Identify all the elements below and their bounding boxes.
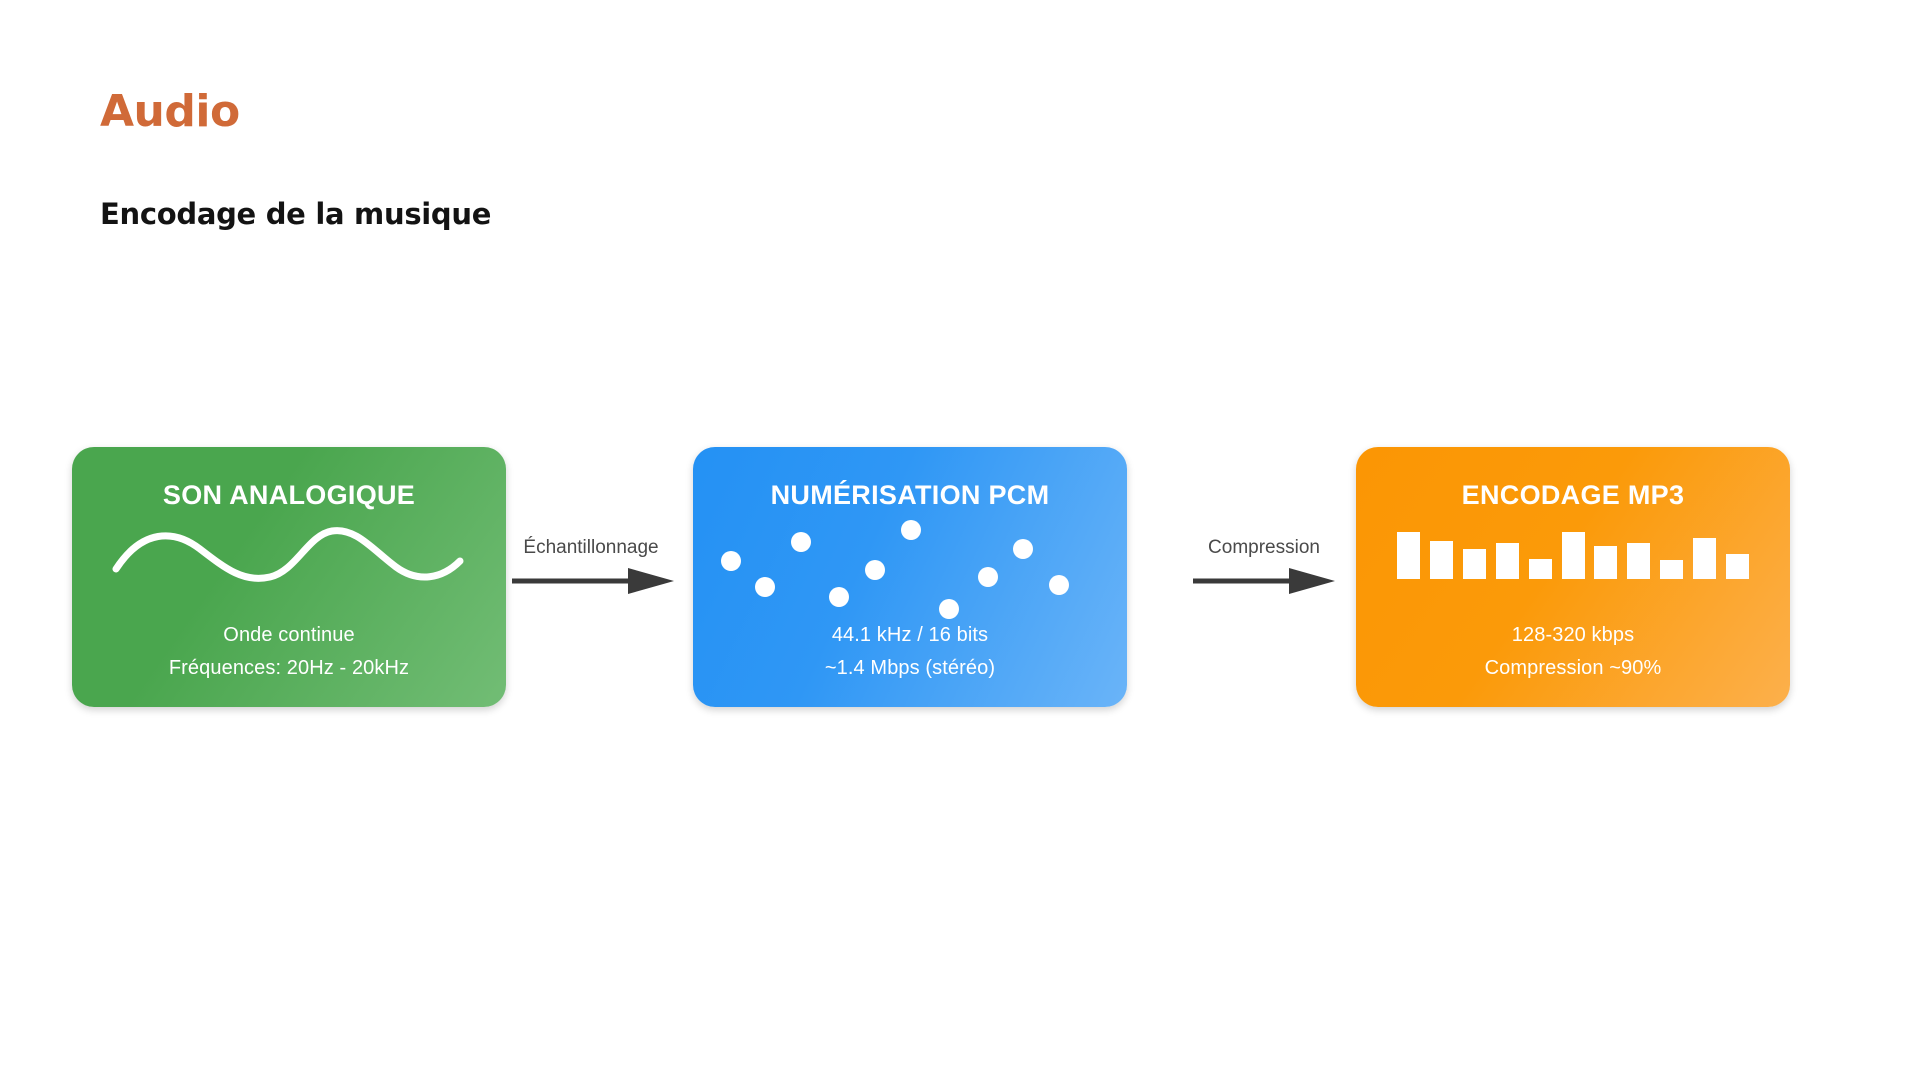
arrow-right-icon bbox=[1193, 568, 1335, 594]
stage-card-pcm-title: NUMÉRISATION PCM bbox=[770, 480, 1050, 510]
sample-dot bbox=[865, 560, 885, 580]
stage-card-pcm[interactable]: NUMÉRISATION PCM 44.1 kHz / 16 bits ~1.4… bbox=[693, 447, 1127, 707]
arrow-right-icon bbox=[512, 568, 674, 594]
equalizer-bar bbox=[1693, 538, 1717, 579]
equalizer-bar bbox=[1429, 541, 1453, 579]
transition-compression-label: Compression bbox=[1208, 537, 1320, 558]
equalizer-bar bbox=[1462, 549, 1486, 579]
equalizer-bars-icon bbox=[1397, 527, 1749, 579]
equalizer-bar bbox=[1627, 543, 1651, 579]
equalizer-bar bbox=[1726, 554, 1749, 579]
stage-card-pcm-line2: ~1.4 Mbps (stéréo) bbox=[824, 657, 996, 679]
sample-dot bbox=[829, 587, 849, 607]
stage-card-mp3[interactable]: ENCODAGE MP3 128-320 kbps Compression ~9… bbox=[1356, 447, 1790, 707]
stage-card-analog-line1: Onde continue bbox=[223, 624, 355, 646]
stage-card-analog[interactable]: SON ANALOGIQUE Onde continue Fréquences:… bbox=[72, 447, 506, 707]
sample-dot bbox=[1049, 575, 1069, 595]
stage-card-mp3-line1: 128-320 kbps bbox=[1511, 624, 1635, 646]
sample-dot bbox=[721, 551, 741, 571]
transition-sampling-label: Échantillonnage bbox=[523, 537, 659, 558]
page-subtitle: Encodage de la musique bbox=[100, 197, 492, 231]
stage-card-mp3-line2: Compression ~90% bbox=[1484, 657, 1662, 679]
stage-card-analog-title: SON ANALOGIQUE bbox=[162, 480, 416, 510]
equalizer-bar bbox=[1495, 543, 1519, 579]
transition-sampling: Échantillonnage bbox=[496, 537, 686, 597]
sample-dot bbox=[1013, 539, 1033, 559]
equalizer-bar bbox=[1594, 546, 1618, 579]
equalizer-bar bbox=[1397, 532, 1420, 579]
sample-dot bbox=[901, 520, 921, 540]
stage-card-pcm-line1: 44.1 kHz / 16 bits bbox=[831, 624, 989, 646]
sample-dot bbox=[791, 532, 811, 552]
transition-compression: Compression bbox=[1169, 537, 1359, 597]
stage-card-analog-line2: Fréquences: 20Hz - 20kHz bbox=[168, 657, 410, 679]
equalizer-bar bbox=[1528, 559, 1552, 579]
sample-dot bbox=[755, 577, 775, 597]
sample-dots-icon bbox=[693, 447, 1127, 707]
stage-card-mp3-title: ENCODAGE MP3 bbox=[1461, 480, 1685, 510]
equalizer-bar bbox=[1561, 532, 1585, 579]
sample-dot bbox=[939, 599, 959, 619]
sample-dot bbox=[978, 567, 998, 587]
equalizer-bar bbox=[1660, 560, 1684, 579]
sine-wave-icon bbox=[112, 527, 464, 582]
page-title: Audio bbox=[100, 86, 240, 137]
